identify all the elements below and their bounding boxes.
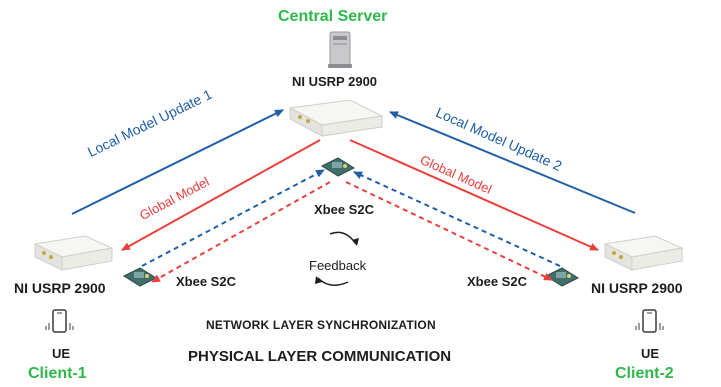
feedback-bottom-arrowhead xyxy=(315,276,322,284)
local-update-2-arrow xyxy=(389,111,636,214)
sync-right-blue-dashed-arrow xyxy=(353,171,561,267)
server-usrp-device-icon xyxy=(288,99,384,137)
client1-usrp-device-icon xyxy=(33,235,114,271)
feedback-bottom-curved-arrow xyxy=(317,277,349,286)
server-device-label: NI USRP 2900 xyxy=(292,74,378,89)
center-xbee-label: Xbee S2C xyxy=(314,202,374,217)
global-model-left-arrow xyxy=(121,139,321,251)
client2-device-label: NI USRP 2900 xyxy=(591,280,683,296)
feedback-top-arrowhead xyxy=(352,238,359,246)
server-tower-icon xyxy=(328,31,352,68)
physical-layer-caption: PHYSICAL LAYER COMMUNICATION xyxy=(188,348,452,365)
sync-left-red-dashed-arrow xyxy=(151,181,331,283)
client2-xbee-board-icon xyxy=(544,267,580,287)
client2-usrp-device-icon xyxy=(603,235,684,271)
client1-ue-label: UE xyxy=(52,346,71,361)
client1-ue-phone-icon xyxy=(45,309,74,333)
central-server-title: Central Server xyxy=(278,8,388,25)
sync-right-red-dashed-arrow xyxy=(345,181,553,281)
client2-ue-label: UE xyxy=(641,346,660,361)
client1-device-label: NI USRP 2900 xyxy=(14,280,106,296)
feedback-label: Feedback xyxy=(309,258,367,273)
local-update-1-arrow xyxy=(71,109,284,215)
feedback-top-curved-arrow xyxy=(329,231,357,245)
sync-left-blue-dashed-arrow xyxy=(141,169,325,267)
global-model-right-arrow xyxy=(349,139,599,251)
client2-name: Client-2 xyxy=(615,365,674,382)
center-xbee-board-icon xyxy=(320,157,356,177)
client1-xbee-label: Xbee S2C xyxy=(176,274,236,289)
client1-name: Client-1 xyxy=(28,365,87,382)
network-layer-caption: NETWORK LAYER SYNCHRONIZATION xyxy=(206,318,436,332)
client1-xbee-board-icon xyxy=(122,267,158,287)
client2-ue-phone-icon xyxy=(635,309,664,333)
client2-xbee-label: Xbee S2C xyxy=(467,274,527,289)
